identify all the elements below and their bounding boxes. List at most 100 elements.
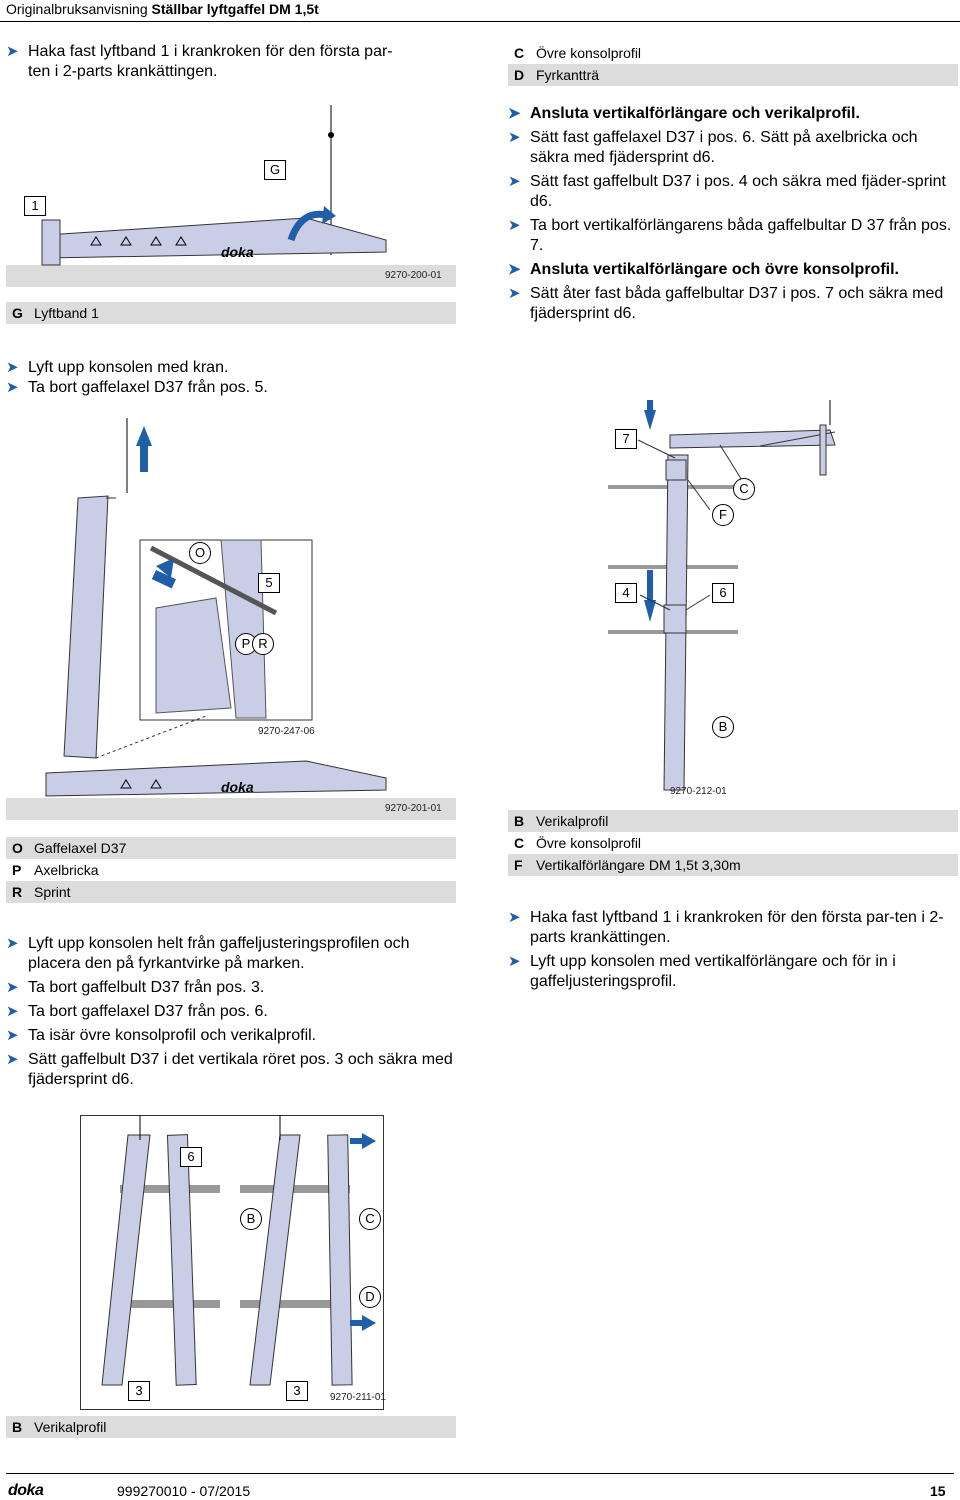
figure-remove-axle: doka xyxy=(6,418,456,820)
legend-label: Verikalprofil xyxy=(536,813,609,829)
step-text: Ansluta vertikalförlängare och övre kons… xyxy=(530,261,899,278)
step-item: ➤ Ta isär övre konsolprofil och verikalpr… xyxy=(6,1026,456,1046)
step-text: Ta bort vertikalförlängarens båda gaffel… xyxy=(530,217,952,254)
callout-B: B xyxy=(712,716,734,738)
callout-4: 4 xyxy=(615,583,637,603)
legend-label: Gaffelaxel D37 xyxy=(34,840,127,856)
step-text: Ta bort gaffelbult D37 från pos. 3. xyxy=(28,979,265,996)
legend-label: Verikalprofil xyxy=(34,1419,107,1435)
legend-row: B Verikalprofil xyxy=(6,1416,456,1438)
header-title: Originalbruksanvisning Ställbar lyftgaff… xyxy=(6,0,319,18)
step-item: ➤ Lyft upp konsolen med kran. xyxy=(6,358,456,378)
step-text: Ansluta vertikalförlängare och verikalpr… xyxy=(530,105,860,122)
legend-label: Sprint xyxy=(34,884,71,900)
figure-code: 9270-212-01 xyxy=(670,786,727,797)
legend-label: Övre konsolprofil xyxy=(536,835,642,851)
step-item: ➤ Ansluta vertikalförlängare och övre kon… xyxy=(508,260,954,280)
step-text: Lyft upp konsolen helt från gaffeljuster… xyxy=(28,935,410,972)
step-text: Ta isär övre konsolprofil och verikalpro… xyxy=(28,1027,317,1044)
legend-row: C Övre konsolprofil xyxy=(508,832,958,854)
doka-logo: doka xyxy=(221,244,254,260)
step-list: ➤ Haka fast lyftband 1 i krankroken för d… xyxy=(508,908,954,992)
legend-label: Övre konsolprofil xyxy=(536,45,642,61)
callout-7: 7 xyxy=(615,429,637,449)
step-item: ➤ Haka fast lyftband 1 i krankroken för … xyxy=(6,42,456,82)
legend-row: B Verikalprofil xyxy=(508,810,958,832)
step-item: ➤Lyft upp konsolen med vertikalförlängar… xyxy=(508,952,954,992)
figure-code: 9270-201-01 xyxy=(385,803,442,814)
step-list: ➤ Ansluta vertikalförlängare och verikalp… xyxy=(508,104,954,324)
callout-D: D xyxy=(359,1286,381,1308)
legend-label: Axelbricka xyxy=(34,862,99,878)
legend-key: B xyxy=(514,813,525,829)
footer-divider xyxy=(6,1473,954,1474)
step-item: ➤ Ansluta vertikalförlängare och verikalp… xyxy=(508,104,954,124)
step-text: Haka fast lyftband 1 i krankroken för de… xyxy=(28,43,393,80)
legend-box: B Verikalprofil xyxy=(6,1416,456,1438)
step-list: ➤ Lyft upp konsolen helt från gaffeljuste… xyxy=(6,934,456,1090)
step-item: ➤Ta bort gaffelaxel D37 från pos. 5. xyxy=(6,378,456,398)
step-item: ➤Sätt åter fast båda gaffelbultar D37 i … xyxy=(508,284,954,324)
legend-key: G xyxy=(12,305,23,321)
callout-R: R xyxy=(252,633,274,655)
legend-row: R Sprint xyxy=(6,881,456,903)
legend-key: F xyxy=(514,857,523,873)
step-item: ➤ Ta bort vertikalförlängarens båda gaffe… xyxy=(508,216,954,256)
legend-row: O Gaffelaxel D37 xyxy=(6,837,456,859)
step-arrow-icon: ➤ xyxy=(508,129,521,146)
legend-key: R xyxy=(12,884,23,900)
step-arrow-icon: ➤ xyxy=(6,379,19,396)
step-arrow-icon: ➤ xyxy=(6,1027,19,1044)
footer-doc-code: 999270010 - 07/2015 xyxy=(117,1483,251,1499)
legend-row: P Axelbricka xyxy=(6,859,456,881)
step-arrow-icon: ➤ xyxy=(508,953,521,970)
callout-P: P xyxy=(235,633,257,655)
inset-code: 9270-247-06 xyxy=(258,726,315,737)
legend-key: C xyxy=(514,835,525,851)
step-arrow-icon: ➤ xyxy=(6,359,19,376)
callout-F: F xyxy=(712,504,734,526)
figure-crane-lift: doka xyxy=(6,105,456,287)
page-header xyxy=(0,0,960,22)
step-list: ➤ Lyft upp konsolen med kran. ➤Ta bort ga… xyxy=(6,358,456,398)
callout-1: 1 xyxy=(24,196,46,216)
step-item: ➤Sätt fast gaffelbult D37 i pos. 4 och s… xyxy=(508,172,954,212)
step-arrow-icon: ➤ xyxy=(6,979,19,996)
figure-vertical-extension xyxy=(608,400,836,791)
step-arrow-icon: ➤ xyxy=(508,173,521,190)
callout-C: C xyxy=(359,1208,381,1230)
legend-box: O Gaffelaxel D37 P Axelbricka R Sprint xyxy=(6,837,456,903)
legend-key: P xyxy=(12,862,22,878)
legend-label: Vertikalförlängare DM 1,5t 3,30m xyxy=(536,857,741,873)
step-item: ➤ Sätt fast gaffelaxel D37 i pos. 6. Sätt… xyxy=(508,128,954,168)
step-arrow-icon: ➤ xyxy=(6,43,19,60)
header-prefix: Originalbruksanvisning xyxy=(6,1,148,17)
callout-5: 5 xyxy=(258,573,280,593)
legend-box: B Verikalprofil C Övre konsolprofil F Verti… xyxy=(508,810,958,876)
legend-key: B xyxy=(12,1419,23,1435)
step-text: Sätt fast gaffelaxel D37 i pos. 6. Sätt … xyxy=(530,129,918,166)
step-item: ➤Sätt gaffelbult D37 i det vertikala rör… xyxy=(6,1050,456,1090)
legend-key: O xyxy=(12,840,23,856)
step-arrow-icon: ➤ xyxy=(6,1051,19,1068)
legend-label: Fyrkantträ xyxy=(536,67,600,83)
step-arrow-icon: ➤ xyxy=(508,285,521,302)
header-product: Ställbar lyftgaffel DM 1,5t xyxy=(151,1,319,17)
callout-C: C xyxy=(733,478,755,500)
step-arrow-icon: ➤ xyxy=(508,261,521,278)
step-arrow-icon: ➤ xyxy=(508,217,521,234)
step-item: ➤Ta bort gaffelaxel D37 från pos. 6. xyxy=(6,1002,456,1022)
legend-key: C xyxy=(514,45,525,61)
figure-disassemble xyxy=(80,1115,384,1410)
figure-code: 9270-211-01 xyxy=(330,1392,386,1403)
legend-row: F Vertikalförlängare DM 1,5t 3,30m xyxy=(508,854,958,876)
step-arrow-icon: ➤ xyxy=(508,105,521,122)
step-text: Lyft upp konsolen med kran. xyxy=(28,359,229,376)
step-arrow-icon: ➤ xyxy=(6,935,19,952)
callout-3: 3 xyxy=(286,1381,308,1401)
step-item: ➤Haka fast lyftband 1 i krankroken för d… xyxy=(508,908,954,948)
callout-3: 3 xyxy=(128,1381,150,1401)
step-text: Haka fast lyftband 1 i krankroken för de… xyxy=(530,909,944,946)
